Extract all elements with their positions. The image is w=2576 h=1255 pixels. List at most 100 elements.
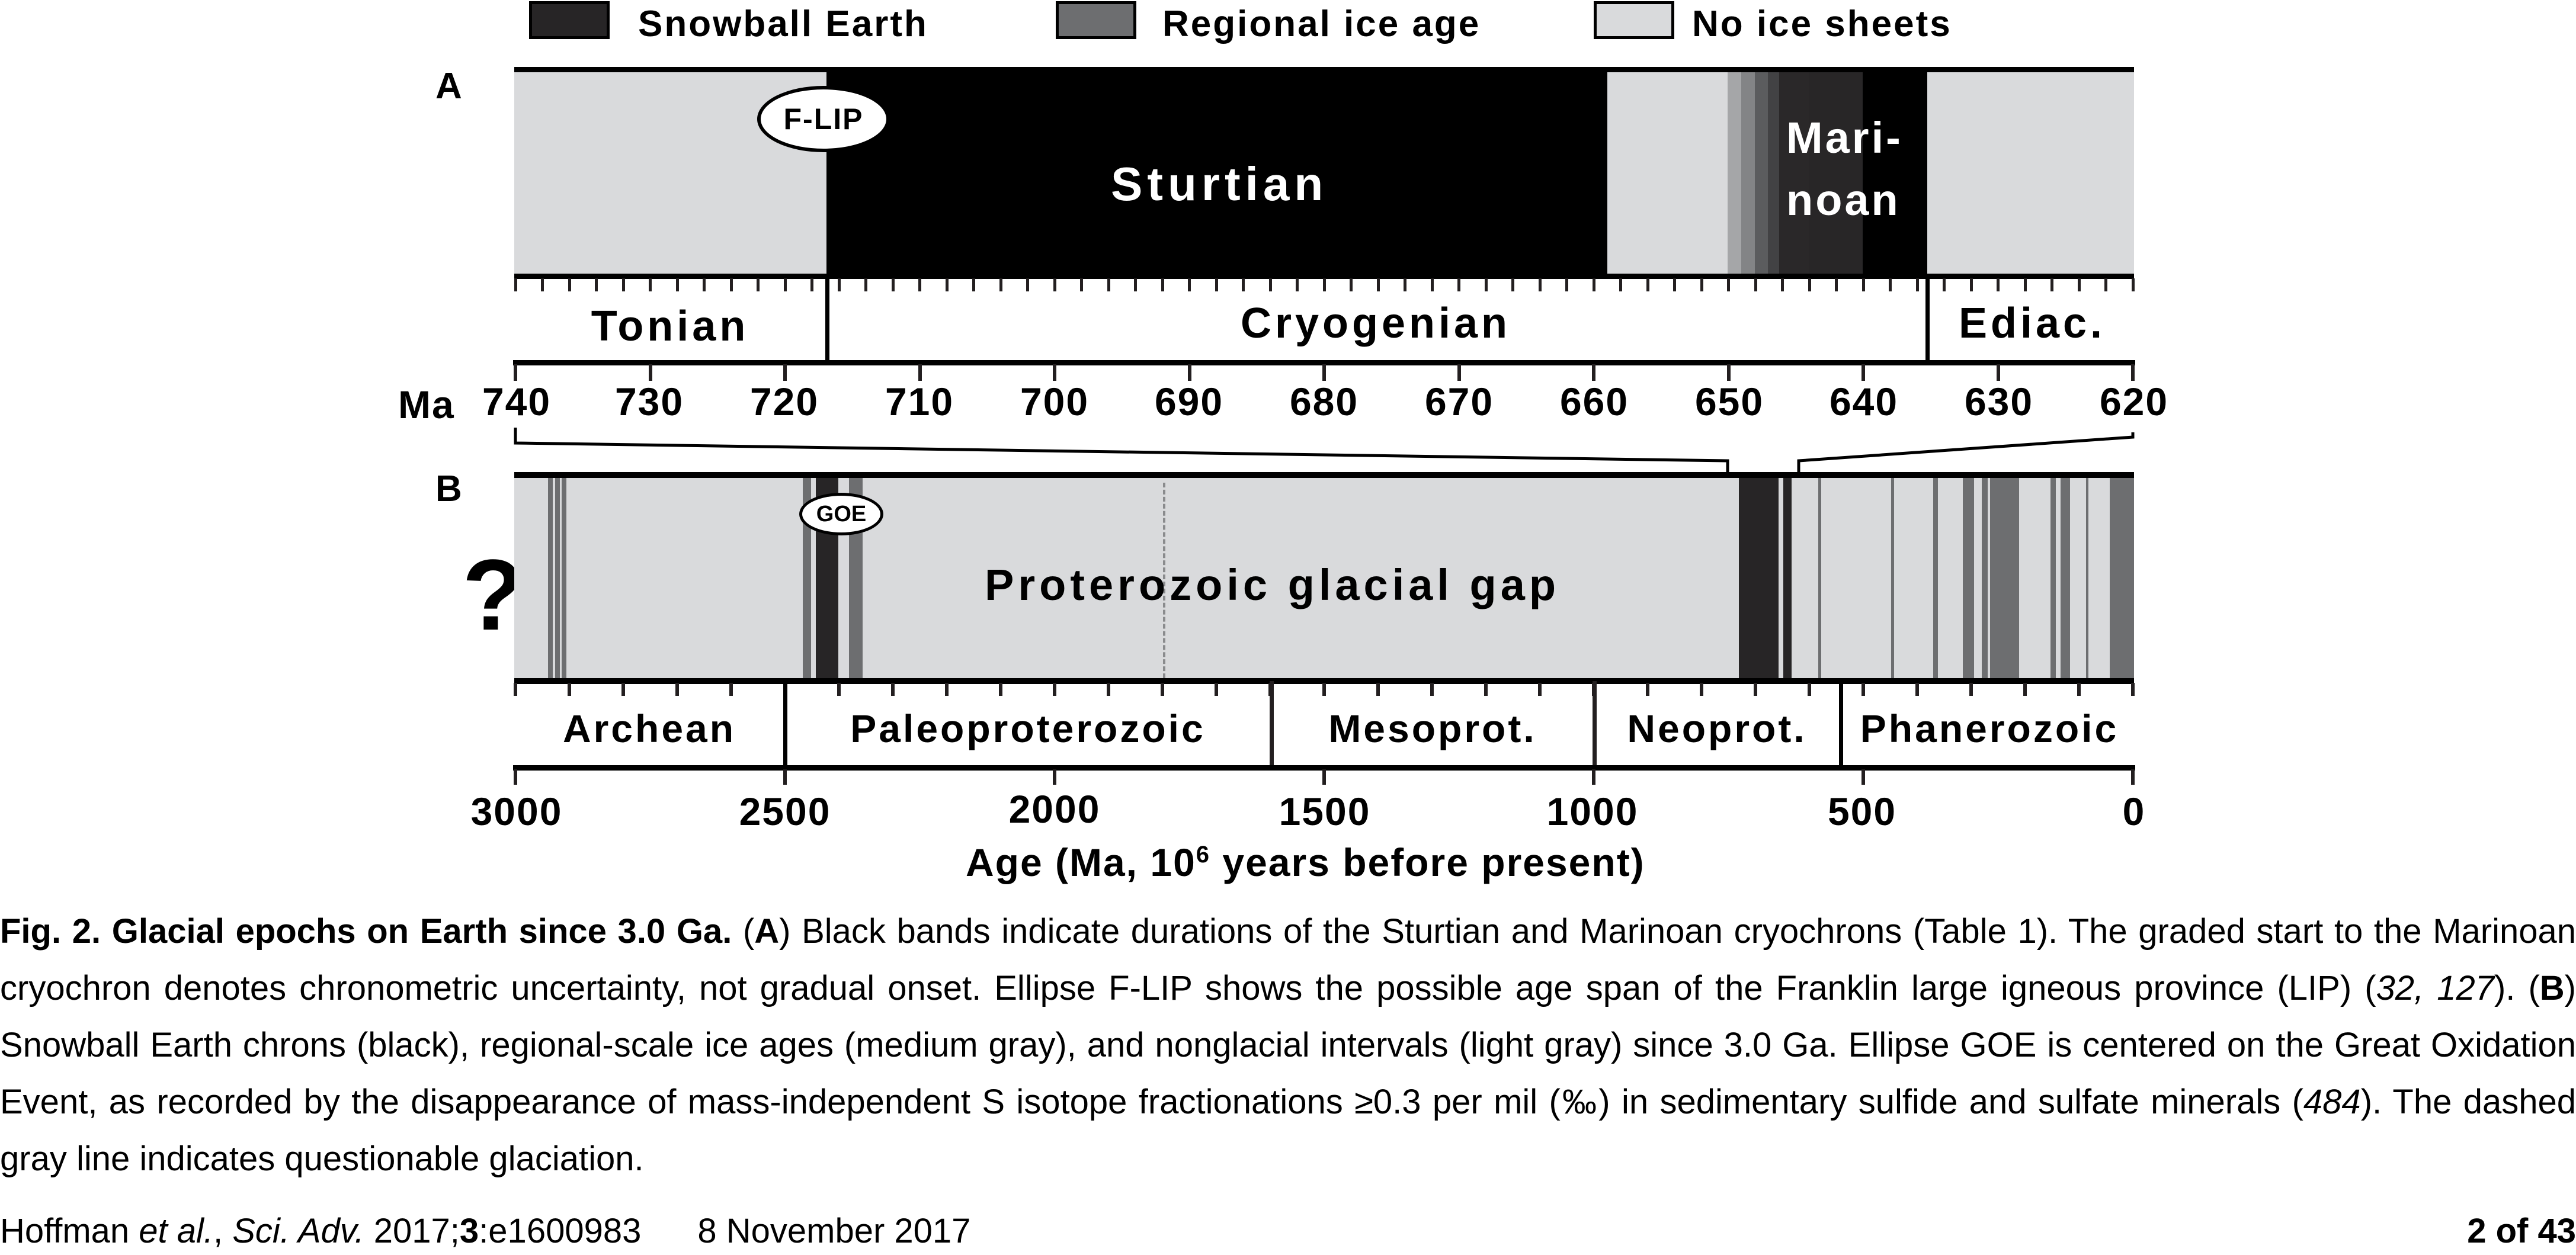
tick-mark: [621, 278, 625, 291]
tick-mark: [729, 278, 733, 291]
marinoan-band: [1863, 71, 1927, 275]
tick-mark: [1430, 278, 1434, 291]
snowball-band-marinoan: [1783, 477, 1792, 679]
tick-mark: [1511, 278, 1514, 291]
tick-mark: [2077, 278, 2081, 291]
tick-label-640: 640: [1829, 380, 1899, 423]
panel-a-bottom-border: [514, 274, 2134, 279]
tick-mark: [1996, 364, 2000, 381]
cryogenian-ediacaran-divider: [1925, 275, 1930, 363]
tick-label-1000: 1000: [1546, 789, 1639, 833]
caption-text: ). (: [2494, 969, 2540, 1007]
tick-label-1500: 1500: [1279, 789, 1371, 833]
caption-citation[interactable]: 484: [2303, 1083, 2361, 1121]
panel-b-letter: B: [435, 468, 462, 509]
tick-mark: [648, 364, 652, 381]
era-paleoproterozoic: Paleoproterozoic: [850, 707, 1206, 750]
marinoan-grade-1: [1728, 71, 1741, 275]
tick-mark: [1187, 364, 1191, 381]
tick-mark: [1053, 278, 1056, 291]
tick-label-620: 620: [2099, 380, 2169, 423]
tick-mark: [1053, 683, 1056, 696]
caption-citation[interactable]: 32, 127: [2376, 969, 2494, 1007]
tick-mark: [1915, 278, 1919, 291]
figure-caption: Fig. 2. Glacial epochs on Earth since 3.…: [0, 903, 2576, 1187]
tick-mark: [541, 278, 544, 291]
tick-mark: [972, 278, 975, 291]
tick-mark: [2131, 683, 2135, 696]
panel-b-top-border: [514, 472, 2134, 478]
regional-band: [1818, 477, 1821, 679]
footer-article: :e1600983: [479, 1212, 642, 1250]
x-axis-title-sup: 6: [1196, 842, 1211, 868]
tick-label-500: 500: [1827, 789, 1897, 833]
tick-mark: [1915, 683, 1919, 696]
tick-mark: [1296, 278, 1299, 291]
tick-mark: [1646, 278, 1649, 291]
tick-label-710: 710: [885, 380, 954, 423]
regional-band: [1982, 477, 1988, 679]
regional-band: [548, 477, 553, 679]
tick-mark: [514, 278, 517, 291]
tick-label-680: 680: [1289, 380, 1359, 423]
tick-mark: [1134, 278, 1137, 291]
goe-label: GOE: [816, 501, 867, 527]
regional-band: [2050, 477, 2056, 679]
marinoan-label-line1: Mari-: [1786, 113, 1903, 162]
meso-neo-divider: [1593, 681, 1597, 769]
tick-mark: [1538, 683, 1542, 696]
tick-mark: [1861, 769, 1865, 785]
legend-swatch-regional: [1056, 1, 1136, 39]
x-axis-title-pre: Age (Ma, 10: [966, 840, 1196, 884]
tick-mark: [783, 769, 787, 785]
tick-mark: [1861, 364, 1865, 381]
tick-mark: [864, 278, 867, 291]
panel-a-axis-line: [513, 360, 2135, 365]
tick-mark: [1969, 683, 1973, 696]
tick-mark: [2050, 278, 2053, 291]
marinoan-grade-6: [1809, 71, 1863, 275]
regional-band: [1963, 477, 1974, 679]
footer-year: 2017;: [364, 1212, 460, 1250]
tick-mark: [1322, 683, 1326, 696]
tick-mark: [1376, 683, 1380, 696]
regional-band: [1990, 477, 2019, 679]
footer-citation: Hoffman et al., Sci. Adv. 2017;3:e160098…: [0, 1214, 970, 1248]
tick-mark: [945, 683, 949, 696]
tick-mark: [1727, 278, 1730, 291]
tick-mark: [757, 278, 760, 291]
tick-label-630: 630: [1964, 380, 2034, 423]
marinoan-label-line2: noan: [1786, 175, 1901, 224]
panel-b-background: [514, 477, 2134, 679]
tick-mark: [1322, 364, 1326, 381]
tick-mark: [1161, 278, 1164, 291]
tick-mark: [783, 278, 787, 291]
tick-mark: [649, 278, 652, 291]
tick-mark: [1376, 278, 1380, 291]
regional-band: [562, 477, 566, 679]
tick-mark: [1188, 278, 1191, 291]
era-neoproterozoic: Neoprot.: [1627, 707, 1807, 750]
tick-mark: [1754, 683, 1757, 696]
era-phanerozoic: Phanerozoic: [1860, 707, 2119, 750]
tick-mark: [1107, 278, 1110, 291]
tick-mark: [568, 278, 571, 291]
tick-mark: [2023, 278, 2027, 291]
tick-mark: [1322, 278, 1326, 291]
tick-mark: [1861, 683, 1865, 696]
footer-et-al: et al.: [139, 1212, 214, 1250]
glacial-gap-label: Proterozoic glacial gap: [985, 560, 1561, 609]
tonian-cryogenian-divider: [825, 275, 829, 363]
caption-panel-b-ref: B: [2539, 969, 2565, 1007]
tick-label-650: 650: [1694, 380, 1764, 423]
tick-mark: [1808, 683, 1811, 696]
tick-label-2000: 2000: [1008, 787, 1101, 831]
legend-label-snowball: Snowball Earth: [638, 4, 928, 44]
footer-journal: Sci. Adv.: [232, 1212, 364, 1250]
tick-mark: [1592, 769, 1595, 785]
tick-mark: [2077, 683, 2081, 696]
tick-mark: [999, 683, 1002, 696]
tick-label-3000: 3000: [470, 789, 563, 833]
caption-text-end: ). The dashed gray line indicates questi…: [0, 1083, 2576, 1178]
tick-mark: [783, 364, 787, 381]
